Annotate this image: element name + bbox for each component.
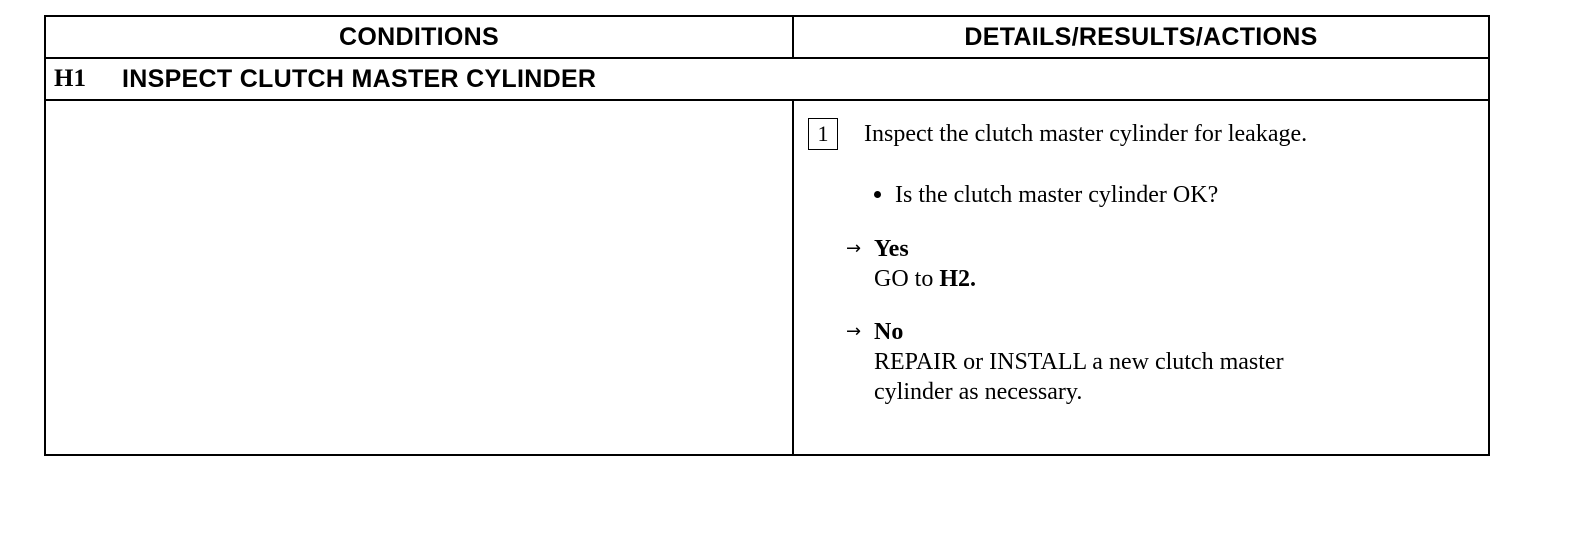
conditions-cell [46,101,792,454]
no-action-text: REPAIR or INSTALL a new clutch master cyl… [874,347,1284,407]
question-line: Is the clutch master cylinder OK? [874,179,1218,211]
yes-label: Yes [874,236,909,262]
diagnostic-table: CONDITIONS DETAILS/RESULTS/ACTIONS H1 IN… [44,15,1490,456]
arrow-right-icon: → [846,321,862,342]
no-label: No [874,319,904,345]
conditions-column-header: CONDITIONS [339,23,499,51]
question-text: Is the clutch master cylinder OK? [895,182,1219,208]
step-title: INSPECT CLUTCH MASTER CYLINDER [122,65,597,93]
no-action-line-2: cylinder as necessary. [874,379,1083,405]
arrow-right-icon: → [846,238,862,259]
step-number-box: 1 [808,118,838,150]
step-heading-row: H1 INSPECT CLUTCH MASTER CYLINDER [46,59,1488,101]
yes-action-text: GO to H2. [874,264,976,294]
table-header-row: CONDITIONS DETAILS/RESULTS/ACTIONS [46,17,1488,59]
yes-action-target: H2. [939,266,977,292]
instruction-text: Inspect the clutch master cylinder for l… [864,121,1308,147]
bullet-icon [874,190,881,198]
yes-action-prefix: GO to [874,266,940,292]
details-column-header: DETAILS/RESULTS/ACTIONS [964,23,1318,51]
no-action-line-1: REPAIR or INSTALL a new clutch master [874,349,1284,375]
body-column-divider [792,101,794,454]
header-column-divider [792,17,794,57]
step-id: H1 [54,65,86,92]
actions-cell: 1 Inspect the clutch master cylinder for… [794,101,1488,454]
